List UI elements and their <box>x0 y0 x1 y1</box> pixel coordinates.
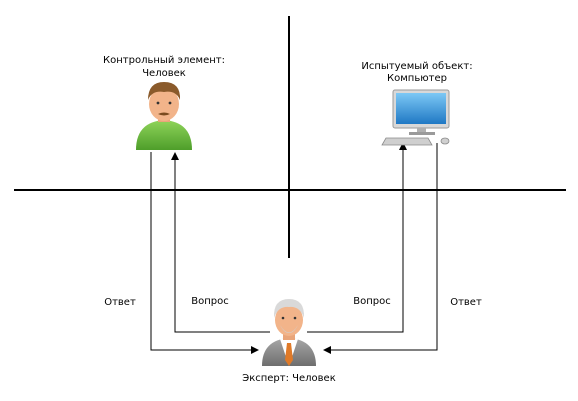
expert-label: Эксперт: Человек <box>242 373 336 384</box>
elderly-man-icon <box>262 299 316 366</box>
answer-label-right: Ответ <box>450 297 482 308</box>
control-label-line2: Человек <box>142 68 186 79</box>
subject-label-line1: Испытуемый объект: <box>361 61 472 72</box>
subject-label-line2: Компьютер <box>387 73 447 84</box>
desktop-computer-icon <box>381 89 450 146</box>
question-arrow-right <box>307 142 407 333</box>
answer-arrow-left <box>150 152 259 354</box>
answer-label-left: Ответ <box>104 297 136 308</box>
question-label-left: Вопрос <box>191 296 228 307</box>
question-arrow-left <box>171 152 270 333</box>
answer-arrow-right <box>323 143 438 354</box>
control-label-line1: Контрольный элемент: <box>103 55 225 66</box>
question-label-right: Вопрос <box>353 296 390 307</box>
young-man-icon <box>136 82 192 150</box>
